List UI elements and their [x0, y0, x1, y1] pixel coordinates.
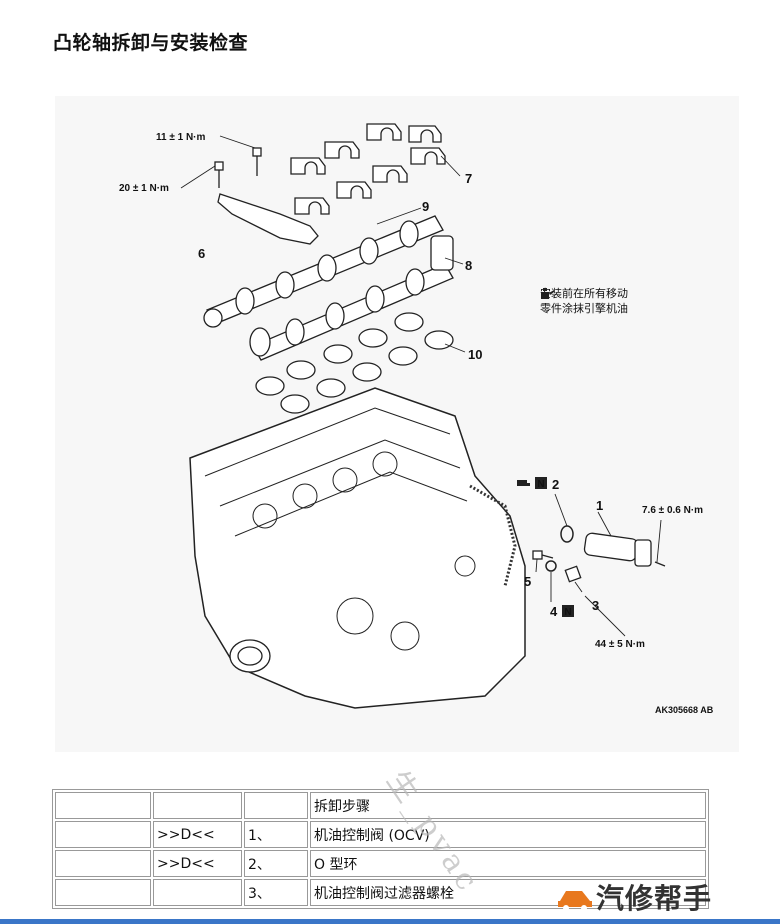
callout-4: 4	[550, 604, 558, 619]
front-bearing-cap	[217, 193, 319, 245]
step-number: 3、	[244, 879, 308, 906]
camshaft-bearing-caps	[290, 123, 446, 215]
callout-9: 9	[422, 199, 429, 214]
camshaft-lower	[249, 235, 454, 361]
table-row: >>D<< 2、 O 型环	[55, 850, 706, 877]
brand-name: 汽修帮手	[596, 882, 713, 915]
note-line-1: 安装前在所有移动	[540, 287, 628, 300]
callout-5: 5	[524, 574, 531, 589]
step-mark	[153, 879, 242, 906]
table-row: >>D<< 1、 机油控制阀 (OCV)	[55, 821, 706, 848]
torque-44: 44 ± 5 N·m	[595, 639, 645, 650]
filter-bolt	[564, 565, 582, 583]
callout-10: 10	[468, 347, 482, 362]
bottom-accent-bar	[0, 919, 780, 924]
callout-8: 8	[465, 258, 472, 273]
callout-1: 1	[596, 498, 603, 513]
table-header-row: 拆卸步骤	[55, 792, 706, 819]
crank-pulley	[229, 639, 271, 673]
stud-bolt	[532, 550, 554, 560]
step-number: 1、	[244, 821, 308, 848]
step-number: 2、	[244, 850, 308, 877]
step-mark: >>D<<	[153, 821, 242, 848]
callout-6: 6	[198, 246, 205, 261]
step-name: 机油控制阀 (OCV)	[310, 821, 706, 848]
mark-n-label: N	[537, 479, 544, 490]
torque-11: 11 ± 1 N·m	[156, 132, 206, 143]
car-logo-icon	[558, 891, 592, 911]
valve-tappets	[255, 312, 454, 414]
new-part-marker-2: N	[517, 477, 547, 490]
note-line-2: 零件涂抹引擎机油	[540, 302, 628, 315]
oil-control-valve	[583, 532, 666, 567]
removal-steps-table: 拆卸步骤 >>D<< 1、 机油控制阀 (OCV) >>D<< 2、 O 型环 …	[52, 789, 709, 909]
step-name: O 型环	[310, 850, 706, 877]
callout-3: 3	[592, 598, 599, 613]
figure-code: AK305668 AB	[655, 705, 714, 715]
brand-logo: 汽修帮手	[556, 877, 780, 917]
torque-20: 20 ± 1 N·m	[119, 183, 169, 194]
page-title: 凸轮轴拆卸与安装检查	[53, 32, 249, 54]
gasket	[545, 560, 557, 572]
step-name: 机油控制阀过滤器螺栓	[310, 879, 706, 906]
exploded-diagram: N N 7 9 8 6 10 2 1 5 4 3 11 ± 1 N·m 20 ±…	[55, 96, 739, 752]
mark-n-label: N	[564, 607, 571, 618]
cylinder-head-and-block	[189, 387, 526, 709]
camshaft-upper	[203, 215, 444, 328]
callout-2: 2	[552, 477, 559, 492]
oil-can-icon	[541, 288, 554, 299]
table-row: 3、 机油控制阀过滤器螺栓	[55, 879, 706, 906]
new-part-marker-4: N	[562, 605, 574, 618]
step-mark: >>D<<	[153, 850, 242, 877]
lubrication-note: 安装前在所有移动 零件涂抹引擎机油	[540, 286, 680, 316]
o-ring	[560, 525, 574, 543]
torque-7-6: 7.6 ± 0.6 N·m	[642, 505, 703, 516]
bolt-20nm	[214, 161, 224, 188]
table-header: 拆卸步骤	[310, 792, 706, 819]
diagram-drawing: N N 7 9 8 6 10 2 1 5 4 3 11 ± 1 N·m 20 ±…	[119, 123, 703, 709]
bolt-11nm	[252, 147, 262, 176]
callout-7: 7	[465, 171, 472, 186]
